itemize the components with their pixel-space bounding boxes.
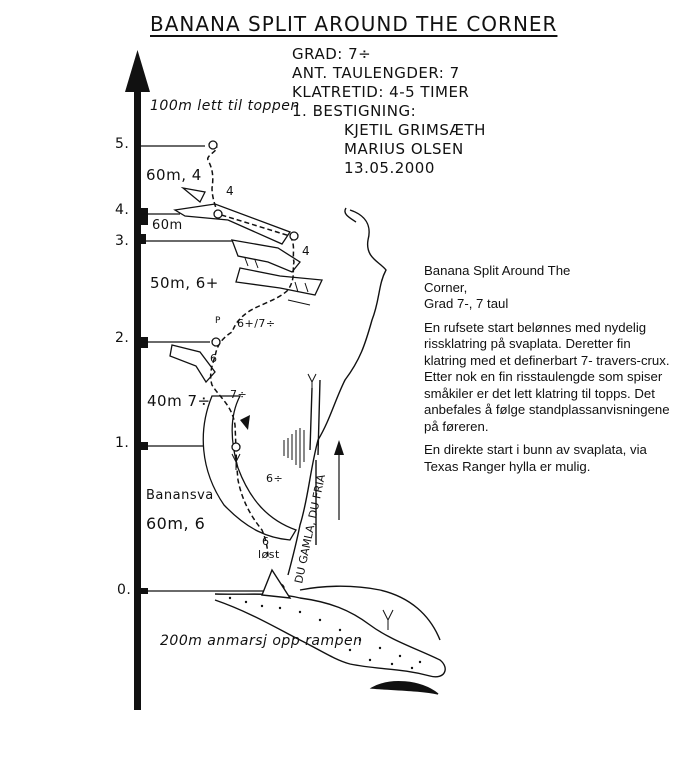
scale-mark-0: 0.	[117, 582, 132, 598]
climber-2: MARIUS OLSEN	[344, 140, 464, 158]
scale-mark-4: 4.	[115, 202, 130, 218]
bottom-approach-label: 200m anmarsj opp rampen	[160, 633, 363, 649]
ramp-vegetation	[228, 596, 422, 670]
ledge-hatching	[244, 257, 311, 468]
heading-line-2: Corner,	[424, 279, 468, 295]
start-loose-label: løst	[258, 548, 280, 561]
other-route-label: DU GAMLA, DU FRIA	[292, 473, 328, 585]
scale-mark-1: 1.	[115, 435, 130, 451]
route-description: Banana Split Around The Corner, Grad 7-,…	[424, 263, 674, 482]
route-grade-p1: 6÷	[266, 472, 284, 485]
scale-arrow	[125, 50, 150, 710]
route-point-p: P	[215, 316, 221, 326]
pitch-count-line: ANT. TAULENGDER: 7	[292, 64, 460, 82]
start-grade: 6	[262, 535, 270, 548]
description-heading: Banana Split Around The Corner, Grad 7-,…	[424, 263, 674, 313]
approach-ramp	[214, 568, 446, 695]
scale-mark-3: 3.	[115, 233, 130, 249]
route-info: GRAD: 7÷ ANT. TAULENGDER: 7 KLATRETID: 4…	[292, 45, 486, 178]
pitch-lines	[141, 145, 278, 592]
topo-title: BANANA SPLIT AROUND THE CORNER	[150, 12, 558, 36]
ledges	[169, 186, 323, 541]
scale-mark-2: 2.	[115, 330, 130, 346]
scale-mark-5: 5.	[115, 136, 130, 152]
route-grade-p3: 6+/7÷	[237, 317, 276, 330]
route-line	[207, 144, 295, 561]
tree-marks	[231, 373, 394, 630]
route-grade-p4: 4	[302, 244, 311, 258]
top-approach-label: 100m lett til toppen	[150, 98, 300, 114]
route-grade-p5: 4	[226, 184, 235, 198]
heading-line-1: Banana Split Around The	[424, 263, 571, 278]
pitch-label-5: 60m, 4	[146, 166, 202, 184]
description-paragraph-1: En rufsete start belønnes med nydelig ri…	[424, 319, 670, 434]
rock-outline	[287, 207, 387, 576]
route-grade-p2a: 6	[210, 352, 218, 365]
pitch-label-4: 60m	[152, 218, 183, 233]
pitch-label-2: 40m 7÷	[147, 392, 211, 410]
pitch-label-1-name: Banansva	[146, 488, 214, 503]
pitch-label-1: 60m, 6	[146, 514, 206, 533]
climb-time-line: KLATRETID: 4-5 TIMER	[292, 83, 470, 101]
climber-1: KJETIL GRIMSÆTH	[344, 121, 486, 139]
first-ascent-label: 1. BESTIGNING:	[292, 102, 417, 120]
grade-line: GRAD: 7÷	[292, 45, 372, 63]
flake-arrows	[240, 415, 344, 455]
heading-line-3: Grad 7-, 7 taul	[424, 296, 509, 311]
ascent-date: 13.05.2000	[344, 159, 435, 177]
description-paragraph-2: En direkte start i bunn av svaplata, via…	[424, 442, 647, 474]
pitch-label-3: 50m, 6+	[150, 274, 219, 292]
route-grade-p2b: 7÷	[230, 388, 248, 401]
